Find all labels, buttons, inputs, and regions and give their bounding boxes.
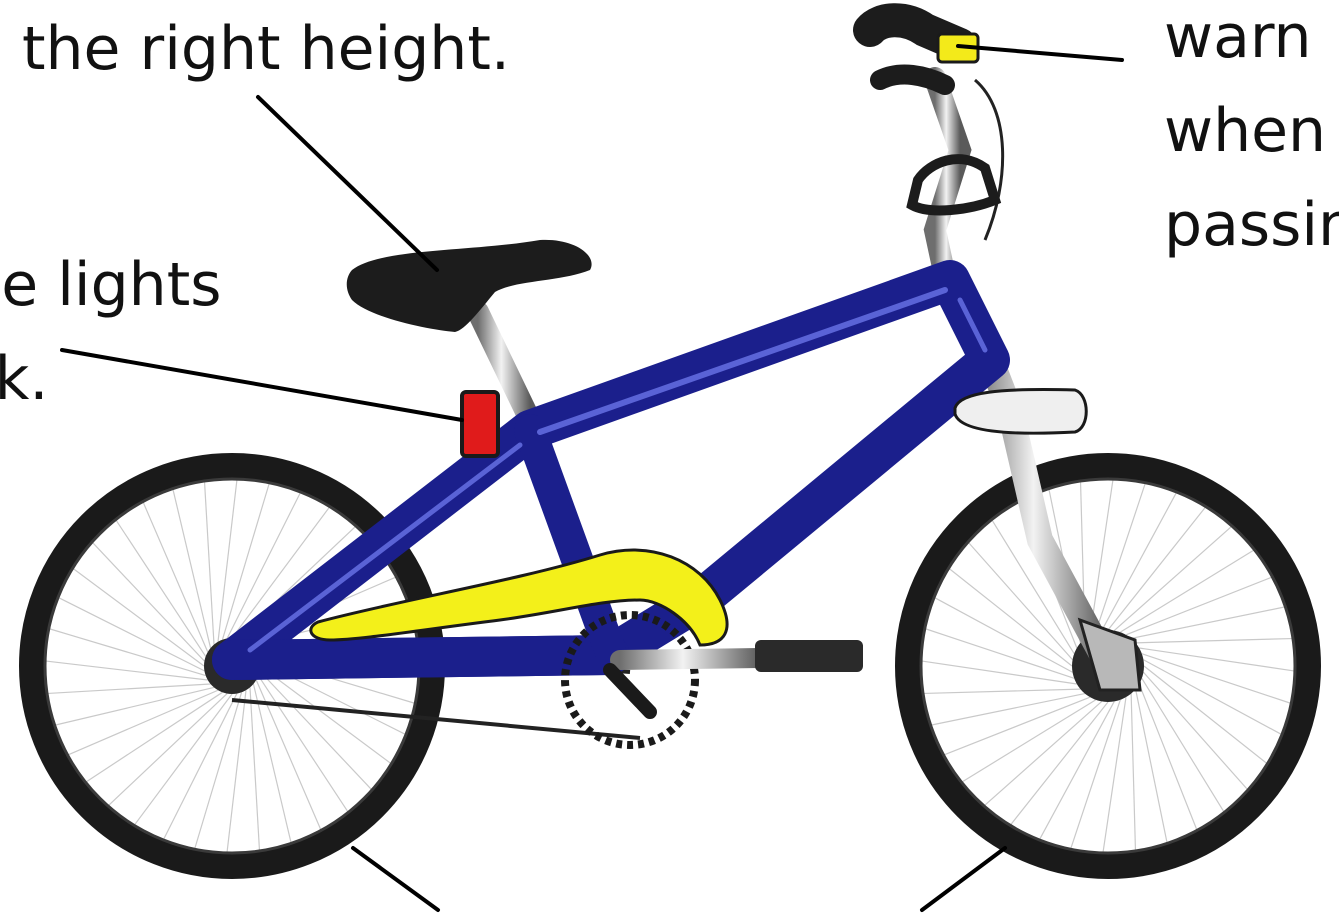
spoke xyxy=(924,689,1080,693)
spoke xyxy=(253,684,291,842)
spoke xyxy=(56,687,214,725)
pedal xyxy=(755,640,863,672)
spoke xyxy=(195,692,242,848)
spoke xyxy=(205,482,214,645)
spoke xyxy=(962,700,1095,782)
spoke xyxy=(1103,697,1126,852)
leader-line-seat xyxy=(258,97,437,270)
leader-line-rear-tyre xyxy=(353,848,438,910)
spoke xyxy=(1144,666,1267,763)
spoke xyxy=(48,684,211,693)
lights-label-line-1: se lights xyxy=(0,238,221,332)
spoke xyxy=(1040,701,1114,839)
spoke xyxy=(1120,550,1253,632)
spoke xyxy=(1143,672,1247,789)
bell-label-line-2: when xyxy=(1164,84,1339,178)
spoke xyxy=(945,697,1090,755)
lights-label-line-2: rk. xyxy=(0,332,221,426)
spoke xyxy=(59,598,204,671)
spoke xyxy=(1139,648,1294,671)
bell-label-line-3: passin xyxy=(1164,178,1339,272)
seat-label: the right height. xyxy=(22,2,510,96)
spoke xyxy=(1126,577,1271,635)
spoke xyxy=(250,687,259,850)
headlight xyxy=(955,390,1086,434)
spoke xyxy=(135,694,232,825)
spoke xyxy=(1143,660,1281,734)
seat-label-line: the right height. xyxy=(22,2,510,96)
bell-label-line-1: warn xyxy=(1164,0,1339,84)
spoke xyxy=(1139,684,1197,829)
spoke xyxy=(1114,527,1231,631)
spoke xyxy=(935,598,1073,672)
spoke xyxy=(1108,507,1205,630)
leader-line-bell xyxy=(958,46,1122,60)
spoke xyxy=(258,676,347,812)
spoke xyxy=(922,661,1077,684)
spoke xyxy=(164,694,237,839)
spoke xyxy=(1131,694,1135,850)
spoke xyxy=(1102,493,1176,631)
lights-label: se lights rk. xyxy=(0,238,221,426)
spoke xyxy=(218,480,237,642)
spoke xyxy=(1136,639,1292,643)
spoke xyxy=(86,692,222,781)
saddle xyxy=(347,240,592,332)
spoke xyxy=(46,661,208,680)
spoke xyxy=(73,569,204,666)
spoke xyxy=(227,690,246,852)
spoke xyxy=(1011,702,1108,825)
spoke xyxy=(116,520,205,656)
spoke xyxy=(50,629,206,676)
bell-label: warn when passin xyxy=(1164,0,1339,272)
spoke xyxy=(173,490,211,648)
crank-arm xyxy=(620,658,760,660)
spoke xyxy=(985,701,1102,805)
leader-line-front-tyre xyxy=(922,848,1005,910)
rear-reflector xyxy=(462,392,498,456)
spoke xyxy=(1142,678,1224,811)
